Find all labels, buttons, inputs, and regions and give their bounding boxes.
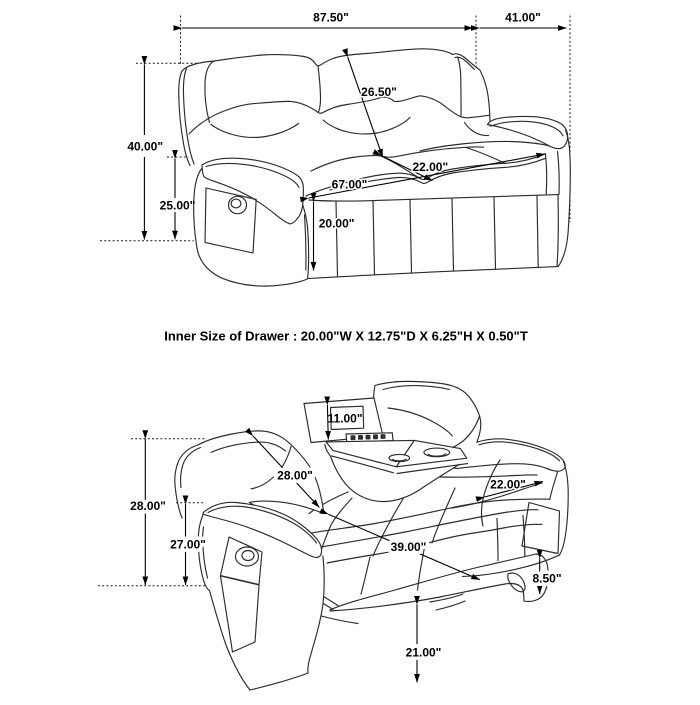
svg-text:67.00": 67.00" — [332, 178, 368, 192]
svg-text:11.00": 11.00" — [327, 412, 362, 426]
svg-text:25.00": 25.00" — [160, 198, 196, 212]
svg-text:21.00": 21.00" — [406, 646, 442, 660]
svg-text:39.00": 39.00" — [391, 540, 427, 554]
svg-text:27.00": 27.00" — [170, 538, 206, 552]
svg-text:20.00": 20.00" — [319, 217, 355, 231]
svg-text:22.00": 22.00" — [490, 478, 526, 492]
svg-text:28.00": 28.00" — [277, 469, 313, 483]
svg-text:40.00": 40.00" — [127, 139, 163, 153]
svg-text:41.00": 41.00" — [505, 11, 541, 25]
svg-text:28.00": 28.00" — [130, 499, 166, 513]
svg-text:Inner Size of Drawer : 20.00"W: Inner Size of Drawer : 20.00"W X 12.75"D… — [164, 329, 528, 344]
svg-text:26.50": 26.50" — [361, 85, 397, 99]
svg-text:87.50": 87.50" — [313, 11, 349, 25]
svg-text:8.50": 8.50" — [532, 572, 561, 586]
svg-text:22.00": 22.00" — [412, 160, 448, 174]
